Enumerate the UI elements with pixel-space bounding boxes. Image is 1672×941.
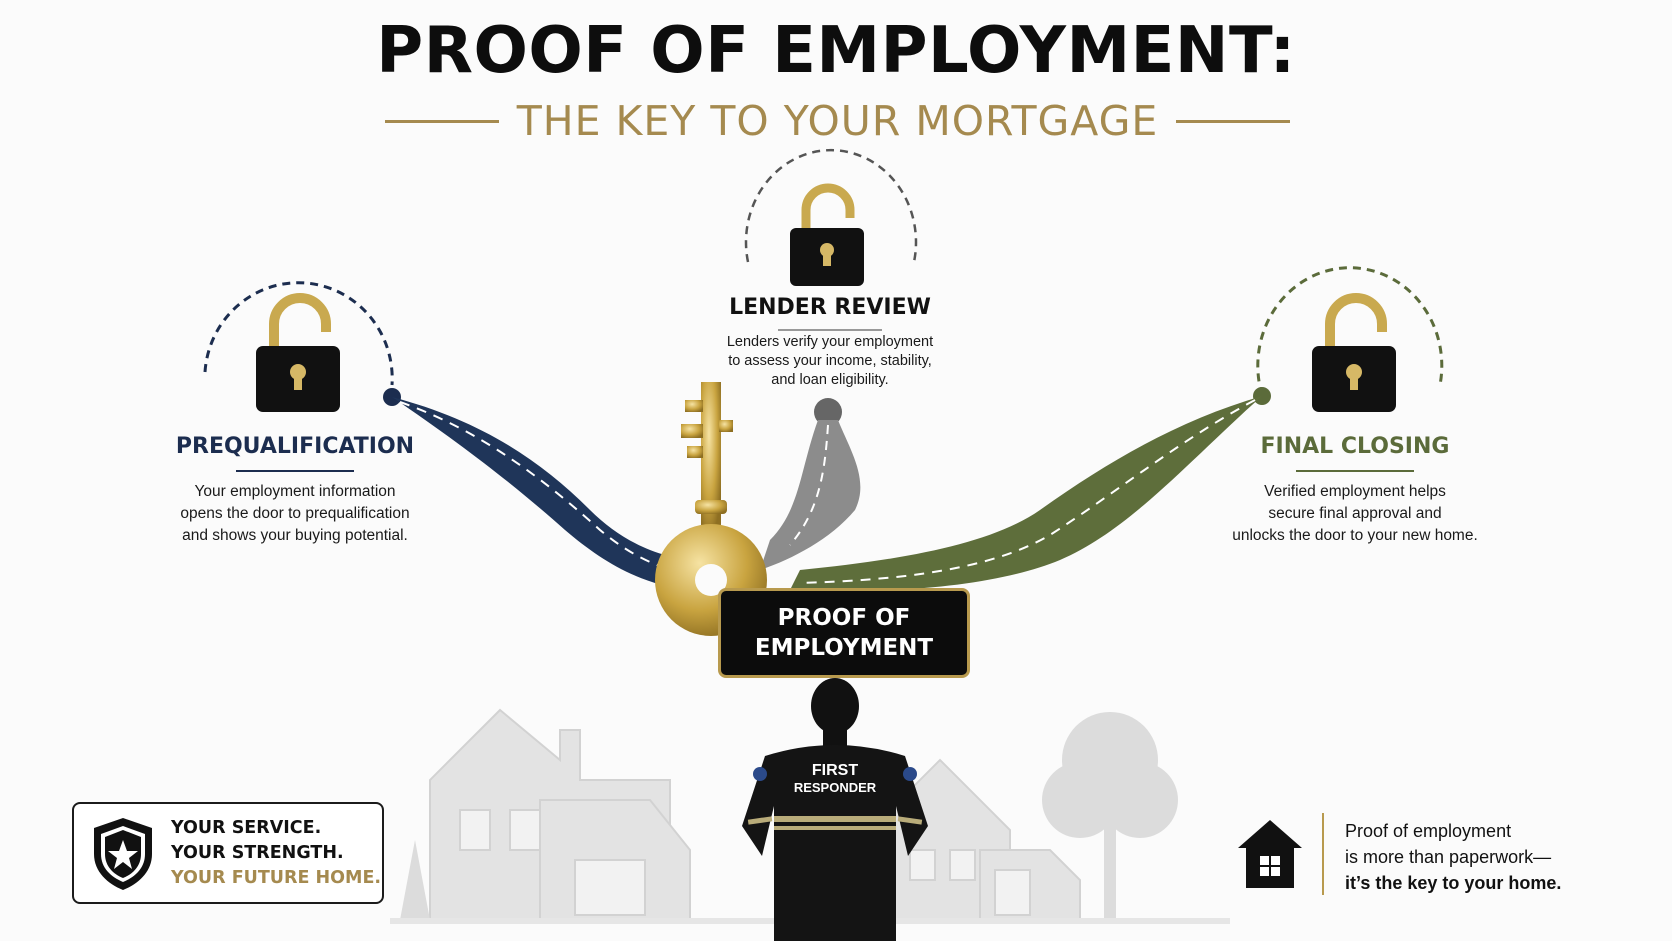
service-line-2: YOUR STRENGTH. xyxy=(171,843,344,863)
stage-desc-lender-review: Lenders verify your employment to assess… xyxy=(726,334,934,388)
closing-line-1: Proof of employment xyxy=(1345,821,1512,841)
closing-note: Proof of employment is more than paperwo… xyxy=(1345,818,1665,896)
stage-title-final-closing: FINAL CLOSING xyxy=(1260,434,1450,459)
jacket-line-2: RESPONDER xyxy=(793,780,877,795)
jacket-line-1: FIRST xyxy=(811,762,859,779)
subtitle-rule-right xyxy=(1176,119,1291,123)
padlock-icon xyxy=(790,183,864,286)
closing-divider xyxy=(1322,813,1324,895)
closing-line-2: is more than paperwork— xyxy=(1345,847,1552,867)
stage-rule-lender-review xyxy=(778,329,882,331)
subtitle-rule-left xyxy=(385,119,499,123)
first-responder-figure xyxy=(742,678,928,941)
stage-title-lender-review: LENDER REVIEW xyxy=(729,295,931,320)
badge-line-1: PROOF OF xyxy=(777,605,911,631)
proof-of-employment-badge: PROOF OF EMPLOYMENT xyxy=(718,588,970,678)
stage-title-prequalification: PREQUALIFICATION xyxy=(175,434,415,459)
stage-rule-prequalification xyxy=(236,470,354,472)
stage-rule-final-closing xyxy=(1296,470,1414,472)
page-title: PROOF OF EMPLOYMENT: xyxy=(376,14,1296,88)
service-line-1: YOUR SERVICE. xyxy=(171,818,322,838)
badge-line-2: EMPLOYMENT xyxy=(754,635,934,661)
jacket-text: FIRST RESPONDER xyxy=(770,762,900,796)
houses-background xyxy=(390,708,1230,924)
shield-star-icon xyxy=(94,818,152,890)
subtitle-row: THE KEY TO YOUR MORTGAGE xyxy=(385,96,1291,146)
house-icon xyxy=(1238,820,1302,888)
padlock-icon xyxy=(256,293,340,412)
padlock-icon xyxy=(1312,293,1396,412)
closing-line-3: it’s the key to your home. xyxy=(1345,873,1562,893)
stage-desc-final-closing: Verified employment helps secure final a… xyxy=(1232,483,1478,544)
service-line-3: YOUR FUTURE HOME. xyxy=(171,868,382,888)
stage-desc-prequalification: Your employment information opens the do… xyxy=(180,483,410,544)
page-subtitle: THE KEY TO YOUR MORTGAGE xyxy=(516,97,1159,145)
service-text: YOUR SERVICE. YOUR STRENGTH. YOUR FUTURE… xyxy=(171,816,381,891)
service-box: YOUR SERVICE. YOUR STRENGTH. YOUR FUTURE… xyxy=(72,802,384,904)
